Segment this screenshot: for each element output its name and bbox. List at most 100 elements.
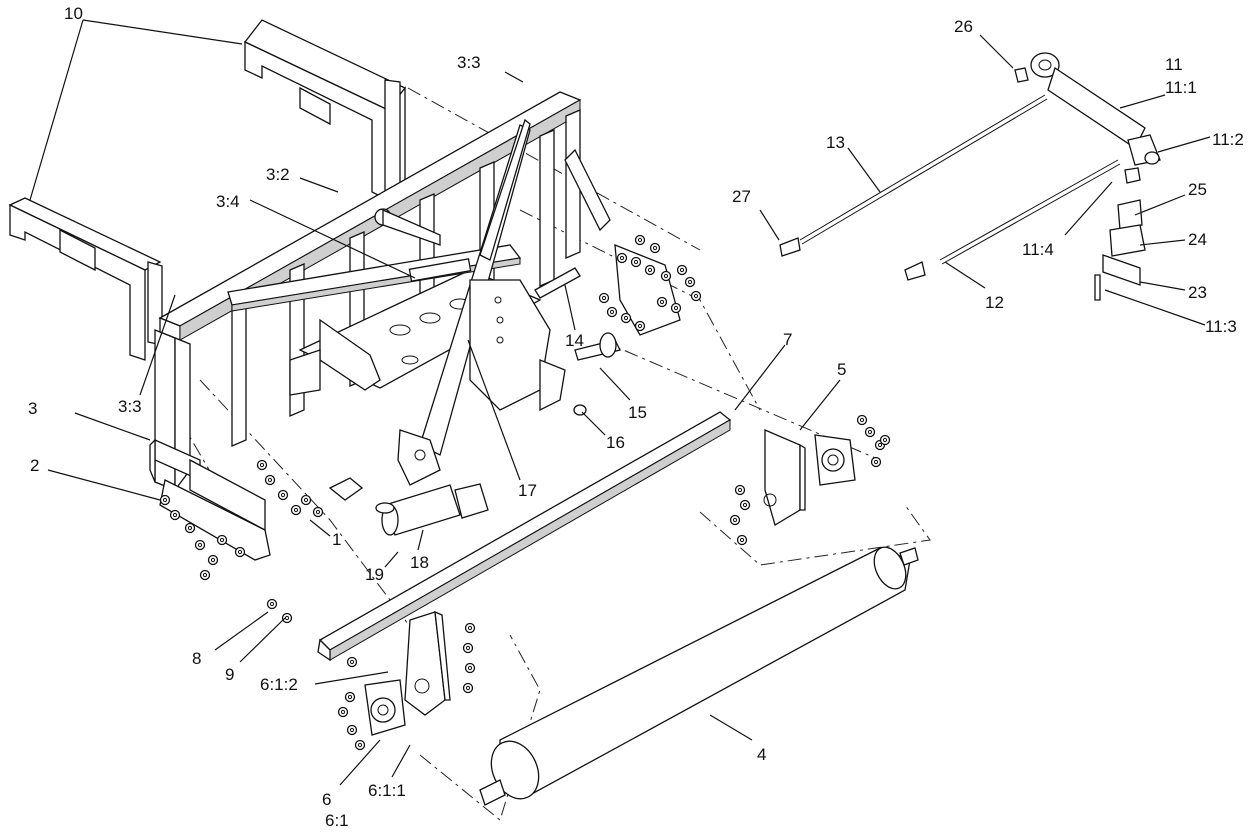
bolt-center [202, 572, 208, 578]
bolt-center [687, 279, 693, 285]
callout-6-1-1: 6:1:1 [368, 781, 406, 800]
hydraulic-cylinder-18 [328, 477, 489, 536]
bolt-head [864, 426, 876, 438]
bolt-center [197, 542, 203, 548]
bolt-head [676, 264, 688, 276]
bolt-center [172, 512, 178, 518]
bolt-head [734, 484, 746, 496]
bolt-head [464, 662, 476, 674]
callout-labels: 10 3:3 3:2 3:4 3:3 3 2 1 19 18 17 14 15 … [28, 4, 1244, 830]
bolt-center [237, 549, 243, 555]
callout-11-1: 11:1 [1165, 78, 1197, 97]
callout-17: 17 [518, 481, 537, 500]
callout-9: 9 [225, 665, 234, 684]
bolt-center [467, 625, 473, 631]
bearing-plate-6 [364, 610, 451, 736]
callout-16: 16 [606, 433, 625, 452]
callout-26: 26 [954, 17, 973, 36]
callout-4: 4 [757, 745, 766, 764]
callout-8: 8 [192, 649, 201, 668]
bolt-center [623, 315, 629, 321]
bolt-head [736, 534, 748, 546]
bolt-head [462, 682, 474, 694]
bolt-center [737, 487, 743, 493]
bolt-center [293, 507, 299, 513]
bolt-center [187, 525, 193, 531]
callout-3-3-top: 3:3 [457, 53, 481, 72]
bolt-center [859, 417, 865, 423]
bolt-center [465, 685, 471, 691]
bolt-center [633, 259, 639, 265]
callout-14: 14 [565, 331, 584, 350]
bolt-head [462, 642, 474, 654]
bolt-center [637, 237, 643, 243]
bolt-head [630, 256, 642, 268]
bolt-center [732, 517, 738, 523]
bolt-center [877, 442, 883, 448]
bolt-center [465, 645, 471, 651]
bolt-head [598, 292, 610, 304]
bolt-head [684, 276, 696, 288]
bolt-head [870, 456, 882, 468]
bolt-head [216, 534, 228, 546]
bolt-head [644, 264, 656, 276]
callout-3-2: 3:2 [266, 165, 290, 184]
bearing-plate-5 [763, 429, 856, 526]
bolt-head [281, 612, 293, 624]
bolt-head [199, 569, 211, 581]
bolt-center [647, 267, 653, 273]
bolt-center [619, 255, 625, 261]
callout-23: 23 [1188, 283, 1207, 302]
bolt-center [347, 694, 353, 700]
callout-10: 10 [64, 4, 83, 23]
bolt-head [194, 539, 206, 551]
callout-3-4: 3:4 [216, 192, 240, 211]
callout-1: 1 [332, 530, 341, 549]
callout-6: 6 [322, 790, 331, 809]
bolt-head [337, 706, 349, 718]
bolt-center [882, 437, 888, 443]
bolt-center [739, 537, 745, 543]
callout-11-2: 11:2 [1212, 130, 1244, 149]
callout-11-4: 11:4 [1022, 240, 1054, 259]
bolt-center [303, 497, 309, 503]
bolt-center [659, 299, 665, 305]
bolt-cluster-right [614, 244, 681, 336]
bolt-center [467, 665, 473, 671]
bolt-head [729, 514, 741, 526]
bolt-head [159, 494, 171, 506]
hydraulic-cylinder-11 [1014, 52, 1161, 184]
bolt-center [349, 659, 355, 665]
bolt-center [601, 295, 607, 301]
bolt-center [873, 459, 879, 465]
bolt-head [266, 598, 278, 610]
bolt-head [184, 522, 196, 534]
leader-lines [29, 19, 1211, 786]
callout-5: 5 [837, 360, 846, 379]
callout-12: 12 [985, 293, 1004, 312]
bolt-head [346, 724, 358, 736]
bolt-head [670, 302, 682, 314]
roller-4 [479, 546, 919, 806]
bolt-head [690, 290, 702, 302]
bolt-center [269, 601, 275, 607]
callout-27: 27 [732, 187, 751, 206]
bolt-head [346, 656, 358, 668]
callout-18: 18 [410, 553, 429, 572]
bolt-center [679, 267, 685, 273]
bolt-head [277, 489, 289, 501]
callout-25: 25 [1188, 180, 1207, 199]
bolt-center [219, 537, 225, 543]
callout-15: 15 [628, 403, 647, 422]
bolt-center [637, 323, 643, 329]
fasteners [159, 234, 891, 751]
bolt-center [162, 497, 168, 503]
bolt-head [856, 414, 868, 426]
bolt-head [606, 306, 618, 318]
callout-11-3: 11:3 [1205, 317, 1237, 336]
bolt-head [300, 494, 312, 506]
clamp-blocks [1094, 199, 1146, 301]
bolt-head [660, 270, 672, 282]
bolt-head [620, 312, 632, 324]
